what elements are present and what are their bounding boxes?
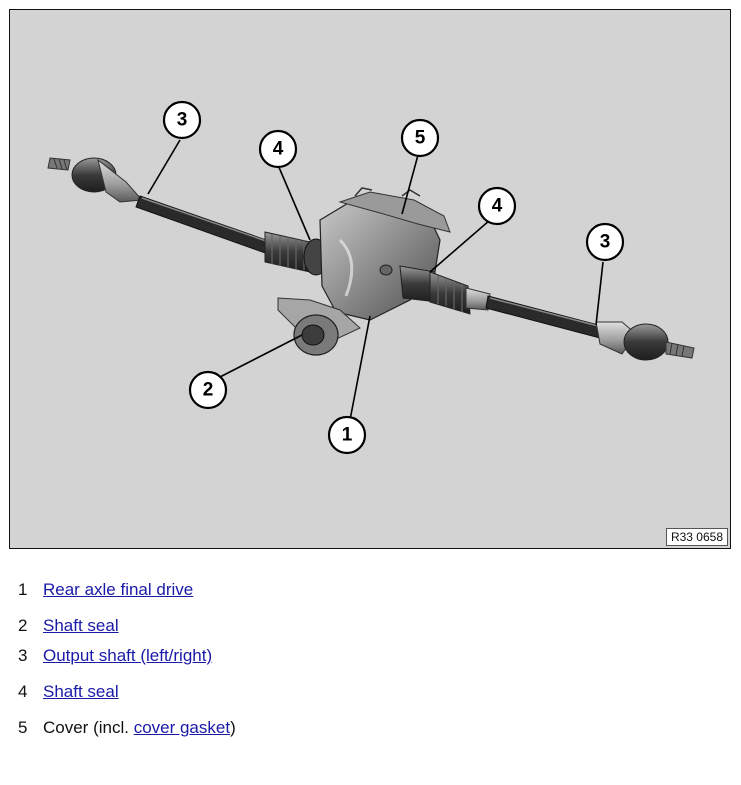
left-output-shaft [47,157,329,276]
legend-number: 4 [18,682,28,701]
callout-4-right-leader [429,219,491,273]
legend-item-1: 1 Rear axle final drive [18,580,193,600]
callout-4-left: 4 [258,129,298,169]
legend-item-3: 3 Output shaft (left/right) [18,646,212,666]
rear-axle-final-drive-link[interactable]: Rear axle final drive [43,580,194,599]
parts-illustration: 3 4 5 4 3 2 1 R33 0658 [9,9,731,549]
callout-1: 1 [327,415,367,455]
legend-number: 1 [18,580,28,599]
legend-item-5: 5 Cover (incl. cover gasket) [18,718,236,738]
legend-number: 3 [18,646,28,665]
callout-4-left-leader [277,164,311,241]
svg-text:4: 4 [273,139,284,160]
cover-label-prefix: Cover (incl. [43,718,134,737]
callout-3-left: 3 [162,100,202,140]
callout-5-leader [401,154,419,215]
callout-3-left-leader [147,139,181,195]
svg-text:2: 2 [203,380,214,401]
svg-text:4: 4 [492,196,503,217]
right-output-shaft [429,271,695,361]
callout-4-right: 4 [477,186,517,226]
figure-reference-code: R33 0658 [665,528,728,546]
callout-3-right: 3 [585,222,625,262]
callout-3-right-leader [595,261,604,326]
callout-2-leader [217,334,303,379]
output-shaft-link[interactable]: Output shaft (left/right) [43,646,213,665]
svg-text:1: 1 [342,425,353,446]
legend-number: 5 [18,718,28,737]
svg-text:5: 5 [415,128,426,149]
legend-item-4: 4 Shaft seal [18,682,119,702]
callout-2: 2 [188,370,228,410]
cover-gasket-link[interactable]: cover gasket [133,718,231,737]
cover-label-suffix: ) [230,718,236,737]
legend-number: 2 [18,616,28,635]
shaft-seal-link[interactable]: Shaft seal [43,682,119,701]
callout-1-leader [349,315,371,421]
legend-item-2: 2 Shaft seal [18,616,119,636]
final-drive-housing [277,187,451,356]
rear-axle-drawing: 3 4 5 4 3 2 1 [47,100,695,455]
callout-5: 5 [400,118,440,158]
svg-text:3: 3 [177,110,188,131]
svg-text:3: 3 [600,232,611,253]
shaft-seal-link[interactable]: Shaft seal [43,616,119,635]
